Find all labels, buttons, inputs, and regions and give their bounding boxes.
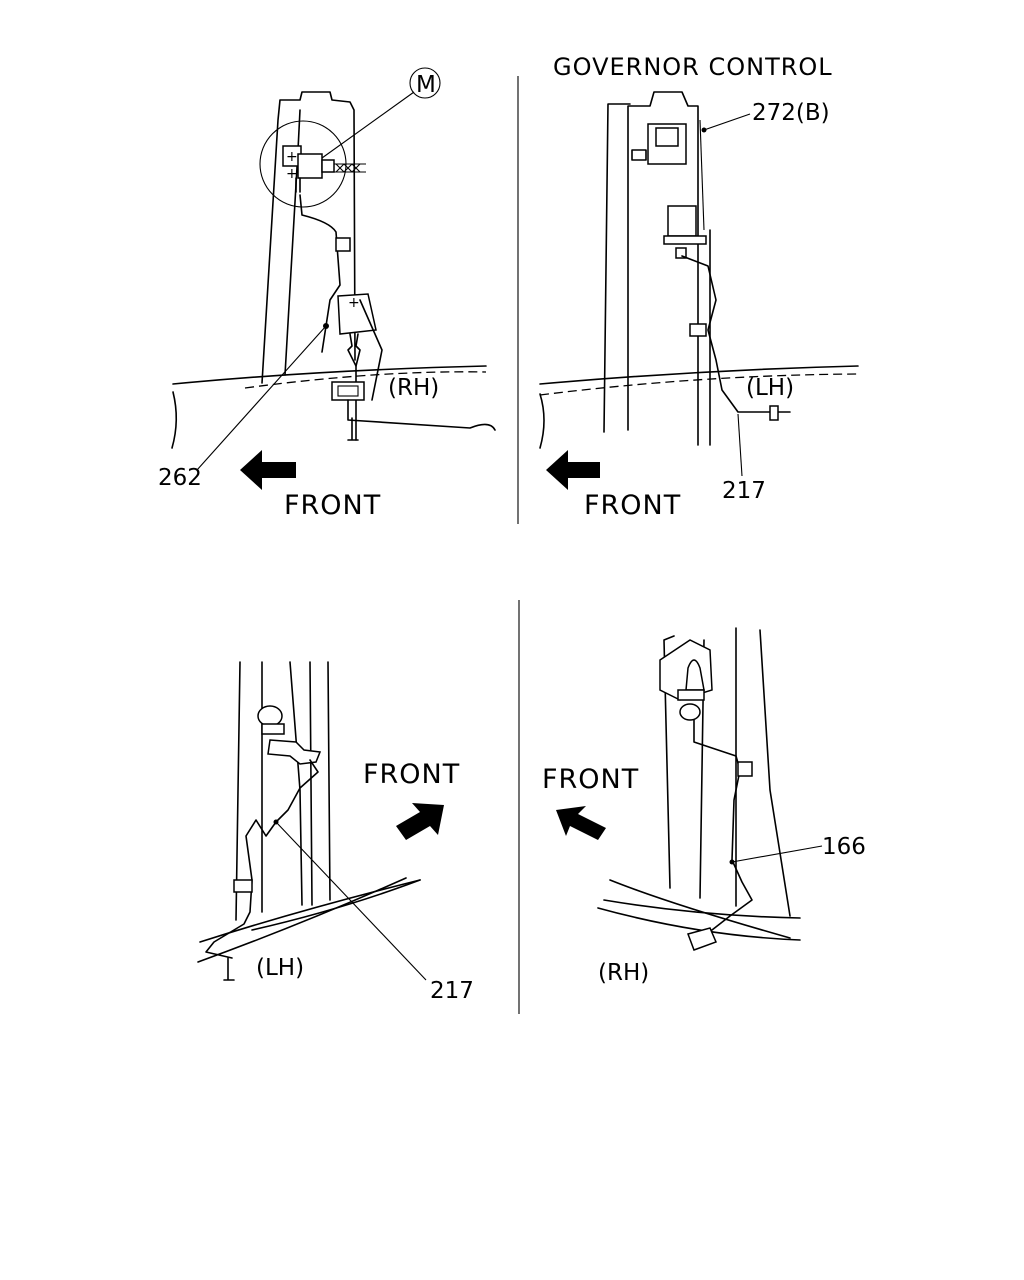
side-label-rh-bottom: (RH)	[598, 960, 649, 986]
part-number-166: 166	[822, 834, 866, 860]
panel-top-left: + + M + 262 (RH) FRONT	[158, 67, 496, 521]
front-label-bottom-left: FRONT	[363, 759, 460, 790]
part-number-272b: 272(B)	[752, 100, 830, 126]
part-number-262: 262	[158, 465, 202, 491]
front-label-top-left: FRONT	[284, 490, 381, 521]
panel-top-right: 272(B) 217 (LH) FRONT	[539, 91, 859, 521]
svg-text:+: +	[348, 295, 360, 311]
side-label-lh-bottom: (LH)	[256, 955, 304, 981]
svg-text:+: +	[286, 149, 298, 165]
front-arrow-diagonal-left-icon	[556, 806, 606, 840]
callout-circle-m	[409, 67, 441, 99]
part-number-217-bottom: 217	[430, 978, 474, 1004]
part-number-217-top: 217	[722, 478, 766, 504]
front-label-bottom-right: FRONT	[542, 764, 639, 795]
panel-bottom-left: 217 (LH) FRONT	[197, 661, 474, 1004]
front-label-top-right: FRONT	[584, 490, 681, 521]
front-arrow-left-icon	[240, 450, 296, 490]
side-label-lh-top: (LH)	[746, 375, 794, 401]
diagram-title: GOVERNOR CONTROL	[553, 53, 833, 81]
panel-bottom-right: 166 (RH) FRONT	[542, 627, 866, 986]
callout-label-m: M	[416, 72, 436, 98]
front-arrow-diagonal-right-icon	[396, 803, 444, 840]
svg-text:+: +	[286, 166, 298, 182]
side-label-rh-top: (RH)	[388, 375, 439, 401]
front-arrow-left-icon	[546, 450, 600, 490]
